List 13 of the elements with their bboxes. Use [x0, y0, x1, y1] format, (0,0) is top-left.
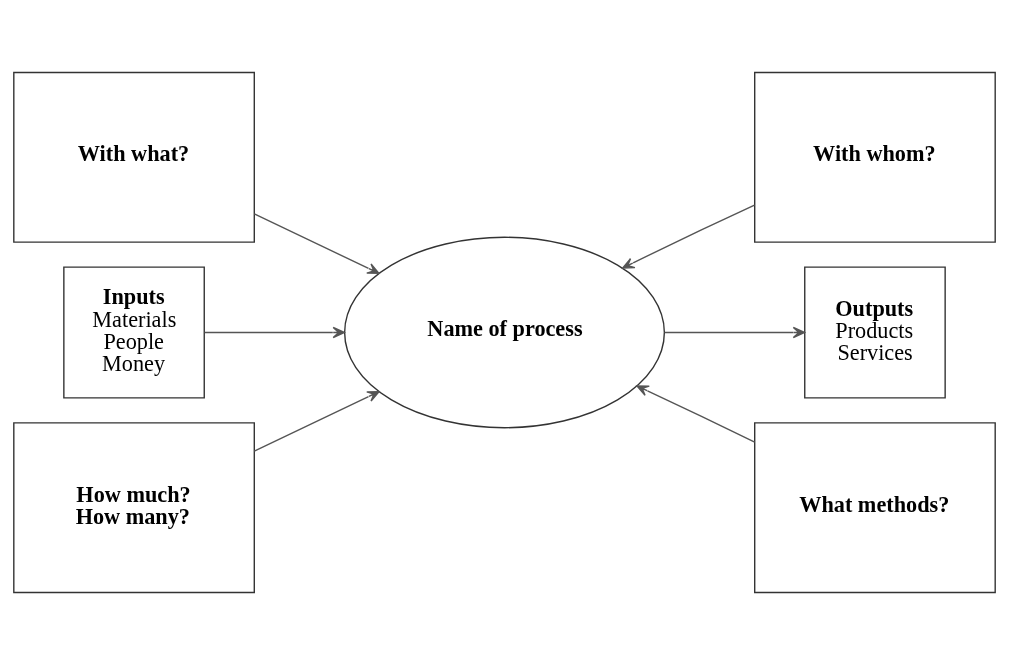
arrow — [253, 212, 380, 274]
arrow — [253, 390, 380, 452]
node-ellipse: Name of process — [343, 236, 666, 428]
arrow — [663, 326, 806, 338]
node-box: Outputs Products Services — [804, 265, 946, 399]
node-box: Inputs Materials People Money — [63, 265, 205, 399]
arrow — [622, 204, 756, 269]
node-box: What methods? — [754, 421, 996, 593]
arrow — [203, 326, 345, 338]
arrow — [636, 384, 756, 443]
node-box: With whom? — [754, 71, 996, 243]
node-box: How much? How many? — [13, 421, 255, 593]
node-box: With what? — [13, 71, 255, 243]
